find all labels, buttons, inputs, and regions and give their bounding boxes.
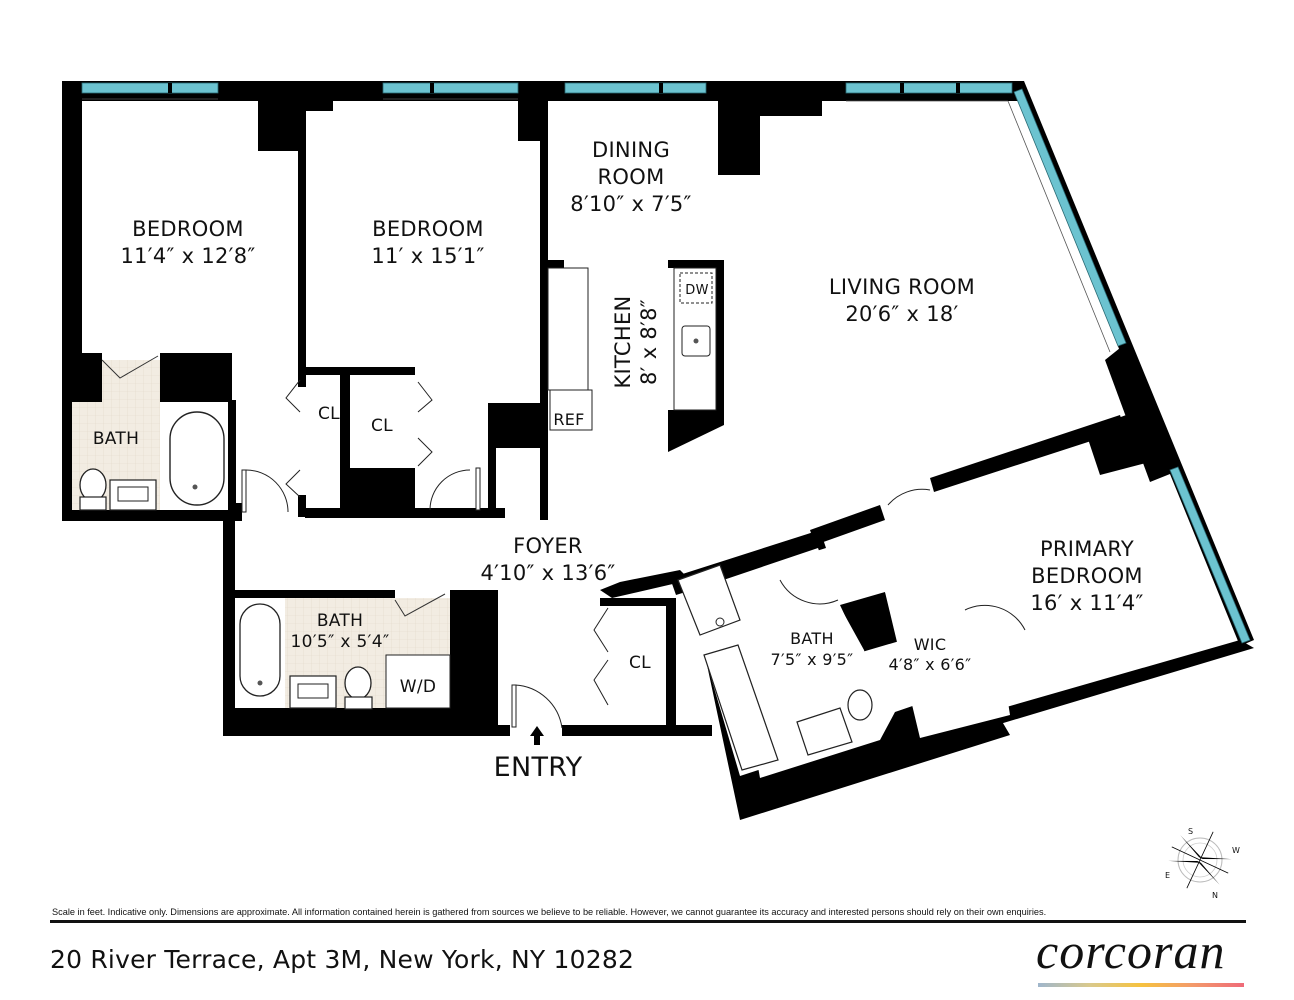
- closet-label-1: CL: [318, 404, 340, 424]
- compass-e: E: [1165, 871, 1170, 880]
- kitchen: [547, 267, 717, 431]
- room-dims-foyer: 4′10″ x 13′6″: [480, 561, 615, 585]
- room-dims-bedroom-1: 11′4″ x 12′8″: [120, 244, 255, 268]
- room-dims-wic: 4′8″ x 6′6″: [889, 655, 972, 674]
- brand-logo: corcoran: [1036, 923, 1226, 979]
- walls: [62, 81, 1020, 736]
- property-address: 20 River Terrace, Apt 3M, New York, NY 1…: [50, 945, 635, 974]
- compass-icon: S W E N: [1165, 827, 1240, 900]
- closet-label-3: CL: [629, 653, 651, 673]
- room-dims-living: 20′6″ x 18′: [845, 302, 958, 326]
- room-dims-bath-2: 10′5″ x 5′4″: [291, 632, 390, 652]
- room-label-dining-2: ROOM: [598, 165, 665, 189]
- room-label-wic: WIC: [914, 635, 947, 654]
- room-label-living: LIVING ROOM: [829, 275, 975, 299]
- compass-s: S: [1188, 827, 1193, 836]
- entry-arrow-icon: [530, 726, 544, 745]
- room-label-primary-bath: BATH: [790, 629, 834, 648]
- room-dims-dining: 8′10″ x 7′5″: [570, 192, 691, 216]
- disclaimer: Scale in feet. Indicative only. Dimensio…: [52, 907, 1047, 917]
- room-dims-primary: 16′ x 11′4″: [1030, 591, 1143, 615]
- room-label-dining-1: DINING: [592, 138, 670, 162]
- room-dims-primary-bath: 7′5″ x 9′5″: [771, 650, 854, 669]
- room-label-foyer: FOYER: [513, 534, 583, 558]
- bath-1: [72, 355, 228, 511]
- brand-logo-gradient-bar: [1038, 983, 1244, 987]
- room-label-bath-1: BATH: [93, 429, 139, 449]
- entry-label: ENTRY: [494, 752, 583, 783]
- compass-w: W: [1232, 846, 1240, 855]
- floor-plan: BEDROOM 11′4″ x 12′8″ BEDROOM 11′ x 15′1…: [62, 81, 1254, 900]
- windows: [81, 82, 1251, 644]
- closet-label-2: CL: [371, 416, 393, 436]
- compass-n: N: [1212, 891, 1218, 900]
- doors: [241, 379, 1026, 729]
- room-dims-bedroom-2: 11′ x 15′1″: [371, 244, 484, 268]
- room-label-primary-1: PRIMARY: [1040, 537, 1134, 561]
- room-label-bath-2: BATH: [317, 611, 363, 631]
- bath-2: [235, 593, 451, 710]
- room-label-kitchen: KITCHEN: [611, 295, 635, 388]
- room-label-primary-2: BEDROOM: [1031, 564, 1143, 588]
- room-label-bedroom-1: BEDROOM: [132, 217, 244, 241]
- washer-dryer-label: W/D: [400, 677, 437, 697]
- footer-rule: [50, 920, 1246, 923]
- room-labels: BEDROOM 11′4″ x 12′8″ BEDROOM 11′ x 15′1…: [93, 138, 1144, 783]
- room-dims-kitchen: 8′ x 8′8″: [637, 299, 661, 385]
- refrigerator-label: REF: [553, 410, 584, 429]
- dishwasher-label: DW: [685, 283, 708, 298]
- room-label-bedroom-2: BEDROOM: [372, 217, 484, 241]
- primary-bath: [677, 564, 873, 771]
